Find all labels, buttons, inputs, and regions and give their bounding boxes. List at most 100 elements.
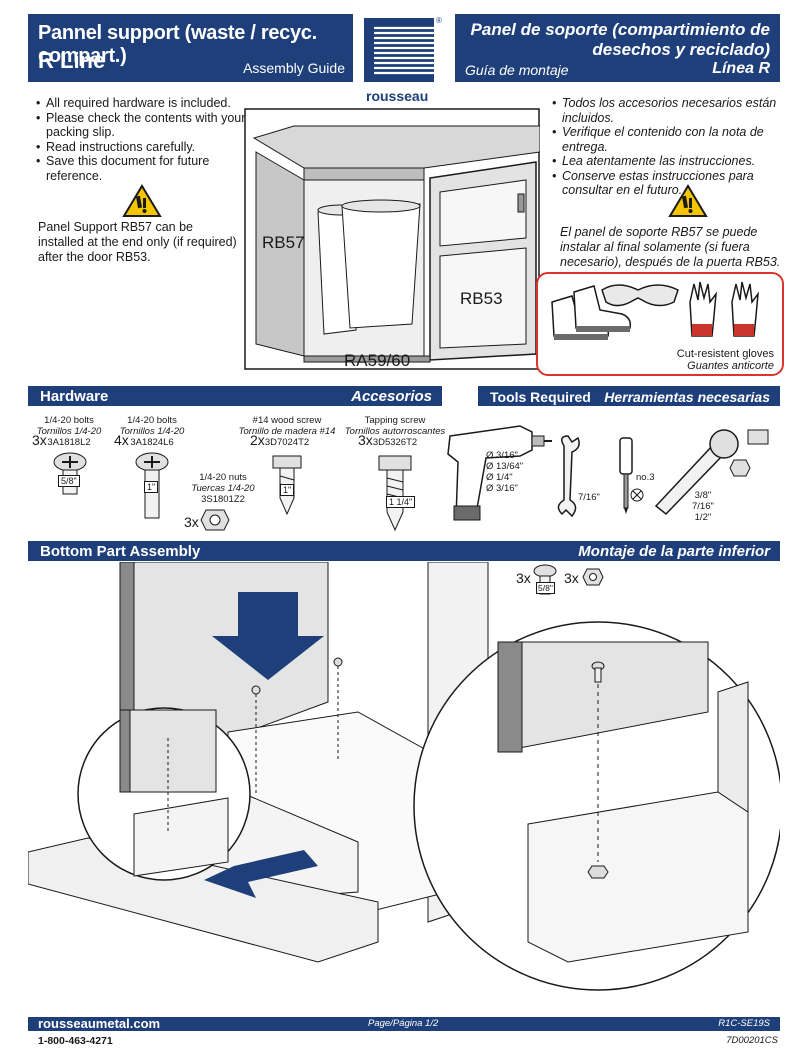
- socket-wrench-icon: [654, 429, 769, 516]
- hardware-name: 1/4-20 bolts: [127, 415, 177, 426]
- hardware-section-header: Hardware Accesorios: [28, 386, 442, 406]
- hardware-title-en: Hardware: [40, 388, 109, 405]
- hardware-name: 1/4-20 nuts: [199, 472, 247, 483]
- list-item: Todos los accesorios necesarios están in…: [552, 96, 777, 125]
- hardware-item: 1/4-20 bolts Tornillos 1/4-20 3A1824L6: [112, 415, 192, 448]
- warning-icon: [668, 184, 708, 217]
- warning-icon: [122, 184, 162, 217]
- bottom-assembly-diagram: [28, 562, 780, 991]
- screw-size-label: 1 1/4": [386, 496, 416, 508]
- list-item: Read instructions carefully.: [36, 140, 246, 155]
- wrench-size: 7/16": [578, 492, 600, 503]
- socket-size: 7/16": [692, 501, 714, 512]
- footer-code-2: 7D00201CS: [726, 1035, 778, 1046]
- footer-phone: 1-800-463-4271: [38, 1035, 113, 1047]
- hardware-code: 3A1824L6: [130, 437, 174, 448]
- gloves-label-en: Cut-resistent gloves: [676, 348, 774, 360]
- hardware-name: #14 wood screw: [252, 415, 322, 426]
- logo-wordmark: rousseau: [366, 88, 429, 104]
- socket-size: 3/8": [694, 490, 712, 501]
- nut-icon: [200, 509, 230, 531]
- list-item: Save this document for future reference.: [36, 154, 246, 183]
- drill-bit-size: Ø 13/64": [486, 461, 524, 472]
- hardware-code: 3D7024T2: [264, 437, 310, 448]
- label-ra59-60: RA59/60: [344, 351, 410, 370]
- header-title-en-block: Pannel support (waste / recyc. compart.)…: [28, 14, 353, 82]
- product-line-es: Línea R: [712, 60, 770, 77]
- guide-es: Guía de montaje: [465, 62, 569, 78]
- tools-section-header: Tools Required Herramientas necesarias: [478, 386, 780, 406]
- hardware-code: 3D5326T2: [372, 437, 418, 448]
- list-item: Lea atentamente las instrucciones.: [552, 154, 777, 169]
- safety-boots-icon: [551, 285, 632, 340]
- hardware-qty: 4x: [114, 432, 129, 448]
- guide-en: Assembly Guide: [243, 60, 345, 76]
- bolt-size-label: 5/8": [536, 582, 555, 594]
- cabinet-illustration: RB57 RB53 RA59/60: [244, 108, 540, 370]
- nut-icon: [582, 568, 604, 586]
- hardware-item: 1/4-20 nuts Tuercas 1/4-20 3S1801Z2: [186, 472, 260, 505]
- rousseau-logo: ® rousseau: [362, 16, 444, 104]
- product-line-en: R Line: [38, 48, 106, 73]
- drill-bit-size: Ø 3/16": [486, 483, 518, 494]
- hardware-name-es: Tornillos 1/4-20: [36, 426, 102, 437]
- hardware-name-es: Tornillos autorroscantes: [344, 426, 446, 437]
- label-rb57: RB57: [262, 233, 305, 252]
- list-item: All required hardware is included.: [36, 96, 246, 111]
- drill-bit-list: Ø 3/16" Ø 13/64" Ø 1/4" Ø 3/16": [486, 450, 523, 494]
- registered-mark: ®: [436, 16, 442, 25]
- hardware-name-es: Tornillos 1/4-20: [119, 426, 185, 437]
- hardware-name: Tapping screw: [364, 415, 426, 426]
- wrench-icon: [557, 435, 580, 518]
- tools-title-es: Herramientas necesarias: [604, 389, 770, 405]
- hardware-qty: 3x: [32, 432, 47, 448]
- hardware-item: 1/4-20 bolts Tornillos 1/4-20 3A1818L2: [32, 415, 106, 448]
- hardware-qty: 3x: [184, 514, 199, 530]
- instructions-en: All required hardware is included. Pleas…: [36, 96, 246, 183]
- screw-size-label: 1": [280, 484, 295, 496]
- hardware-item: #14 wood screw Tornillo de madera #14 3D…: [234, 415, 340, 448]
- note-en: Panel Support RB57 can be installed at t…: [38, 220, 237, 264]
- drill-icon: [447, 425, 552, 521]
- title-es: Panel de soporte (compartimiento de dese…: [470, 20, 770, 59]
- phillips-tip-icon: [630, 488, 644, 502]
- list-item: Please check the contents with your pack…: [36, 111, 246, 140]
- tapping-screw-icon: [378, 455, 412, 532]
- title-en: Pannel support (waste / recyc. compart.): [38, 22, 317, 67]
- footer-website: rousseaumetal.com: [38, 1016, 161, 1031]
- assembly-nut-qty: 3x: [564, 570, 579, 586]
- label-rb53: RB53: [460, 289, 503, 308]
- assembly-title-en: Bottom Part Assembly: [40, 543, 201, 560]
- assembly-bolt-qty: 3x: [516, 570, 531, 586]
- socket-size: 1/2": [694, 512, 712, 523]
- assembly-title-es: Montaje de la parte inferior: [578, 543, 770, 560]
- hardware-title-es: Accesorios: [351, 388, 432, 405]
- hardware-item: Tapping screw Tornillos autorroscantes 3…: [340, 415, 450, 448]
- footer-code-1: R1C-SE19S: [718, 1018, 770, 1029]
- instructions-es: Todos los accesorios necesarios están in…: [552, 96, 777, 198]
- drill-bit-size: Ø 3/16": [486, 450, 518, 461]
- bolt-size-label: 5/8": [58, 475, 80, 487]
- safety-glasses-icon: [601, 284, 679, 307]
- screwdriver-icon: [619, 437, 633, 514]
- list-item: Conserve estas instrucciones para consul…: [552, 169, 777, 198]
- hardware-name-es: Tornillo de madera #14: [238, 426, 336, 437]
- hardware-qty: 3x: [358, 432, 373, 448]
- hardware-code: 3S1801Z2: [201, 494, 245, 505]
- hardware-qty: 2x: [250, 432, 265, 448]
- header-title-es-block: Panel de soporte (compartimiento de dese…: [455, 14, 780, 82]
- bolt-size-label: 1": [144, 481, 159, 493]
- socket-size-list: 3/8" 7/16" 1/2": [692, 490, 714, 523]
- gloves-icon: [689, 281, 759, 337]
- list-item: Verifique el contenido con la nota de en…: [552, 125, 777, 154]
- hardware-name-es: Tuercas 1/4-20: [191, 483, 255, 494]
- footer-bar: rousseaumetal.com Page/Página 1/2 R1C-SE…: [28, 1016, 780, 1031]
- gloves-label-es: Guantes anticorte: [687, 360, 774, 372]
- drill-bit-size: Ø 1/4": [486, 472, 513, 483]
- hardware-code: 3A1818L2: [47, 437, 91, 448]
- tools-title-en: Tools Required: [490, 389, 591, 405]
- assembly-section-header: Bottom Part Assembly Montaje de la parte…: [28, 541, 780, 561]
- screwdriver-size: no.3: [636, 472, 655, 483]
- safety-gear-panel: Cut-resistent gloves Guantes anticorte: [536, 272, 784, 376]
- hardware-name: 1/4-20 bolts: [44, 415, 94, 426]
